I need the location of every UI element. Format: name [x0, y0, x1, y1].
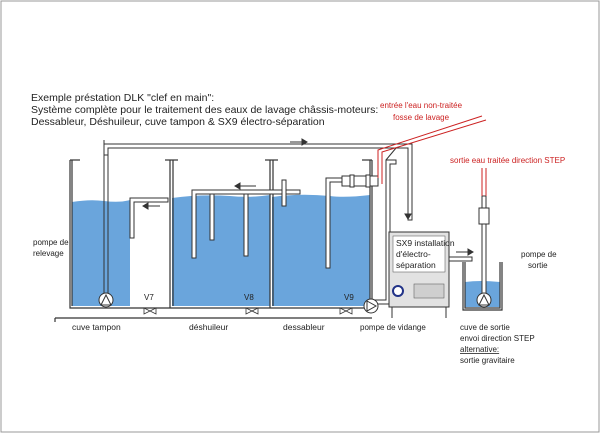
red-inlet-b: [381, 119, 487, 184]
pipe-top-run: [103, 143, 413, 221]
tank-outlines: [54, 159, 373, 322]
label-inlet-1: entrée l'eau non-traitée: [380, 101, 463, 110]
label-exit-2: envoi direction STEP: [460, 334, 535, 343]
pump-sortie-icon: [476, 292, 492, 308]
inlet-nozzle: [341, 175, 379, 187]
red-inlet-a: [377, 115, 483, 178]
label-pompe-relevage-2: relevage: [33, 249, 64, 258]
pumps: [98, 292, 492, 314]
valve-v7-icon: [143, 307, 157, 315]
label-dessableur: dessableur: [283, 322, 325, 332]
sx9-label-2: d'électro-: [396, 249, 431, 259]
header-line2: Système complète pour le traitement des …: [31, 104, 378, 116]
label-exit-1: cuve de sortie: [460, 323, 510, 332]
label-pompe-relevage-1: pompe de: [33, 238, 69, 247]
label-deshuileur: déshuileur: [189, 322, 228, 332]
sx9-label-1: SX9 installation: [396, 238, 455, 248]
water-dessableur: [272, 194, 370, 306]
label-exit-3: alternative:: [460, 345, 499, 354]
label-pompe-sortie-2: sortie: [528, 261, 548, 270]
valve-v9-icon: [339, 307, 353, 315]
label-v7: V7: [144, 293, 154, 302]
red-pipes: [377, 115, 487, 196]
label-cuve-tampon: cuve tampon: [72, 322, 121, 332]
label-pompe-vidange: pompe de vidange: [360, 323, 426, 332]
labels: entrée l'eau non-traitée fosse de lavage…: [33, 101, 565, 365]
pipe-deshuileur-tampon: [129, 197, 169, 239]
label-inlet-2: fosse de lavage: [393, 113, 450, 122]
water-deshuileur: [172, 195, 270, 306]
valve-v8-icon: [245, 307, 259, 315]
label-outlet-step: sortie eau traitée direction STEP: [450, 156, 565, 165]
water-cuve-tampon: [72, 200, 130, 306]
pipe-sx9-exit: [447, 256, 473, 262]
flow-arrows: [142, 138, 474, 256]
valves: [143, 307, 353, 315]
label-v8: V8: [244, 293, 254, 302]
pump-relevage-icon: [98, 292, 114, 308]
label-v9: V9: [344, 293, 354, 302]
exit-fitting: [478, 207, 490, 225]
header-line1: Exemple préstation DLK "clef en main":: [31, 92, 214, 104]
header-line3: Dessableur, Déshuileur, cuve tampon & SX…: [31, 116, 325, 128]
sx9-dial-icon: [392, 285, 404, 297]
label-exit-4: sortie gravitaire: [460, 356, 515, 365]
tank-group-outline: [69, 160, 373, 309]
sx9-unit: SX9 installation d'électro- séparation: [388, 231, 455, 318]
sx9-label-3: séparation: [396, 260, 436, 270]
exit-tank: [462, 262, 503, 311]
pipe-dessableur-deshuileur: [191, 189, 301, 259]
label-pompe-sortie-1: pompe de: [521, 250, 557, 259]
